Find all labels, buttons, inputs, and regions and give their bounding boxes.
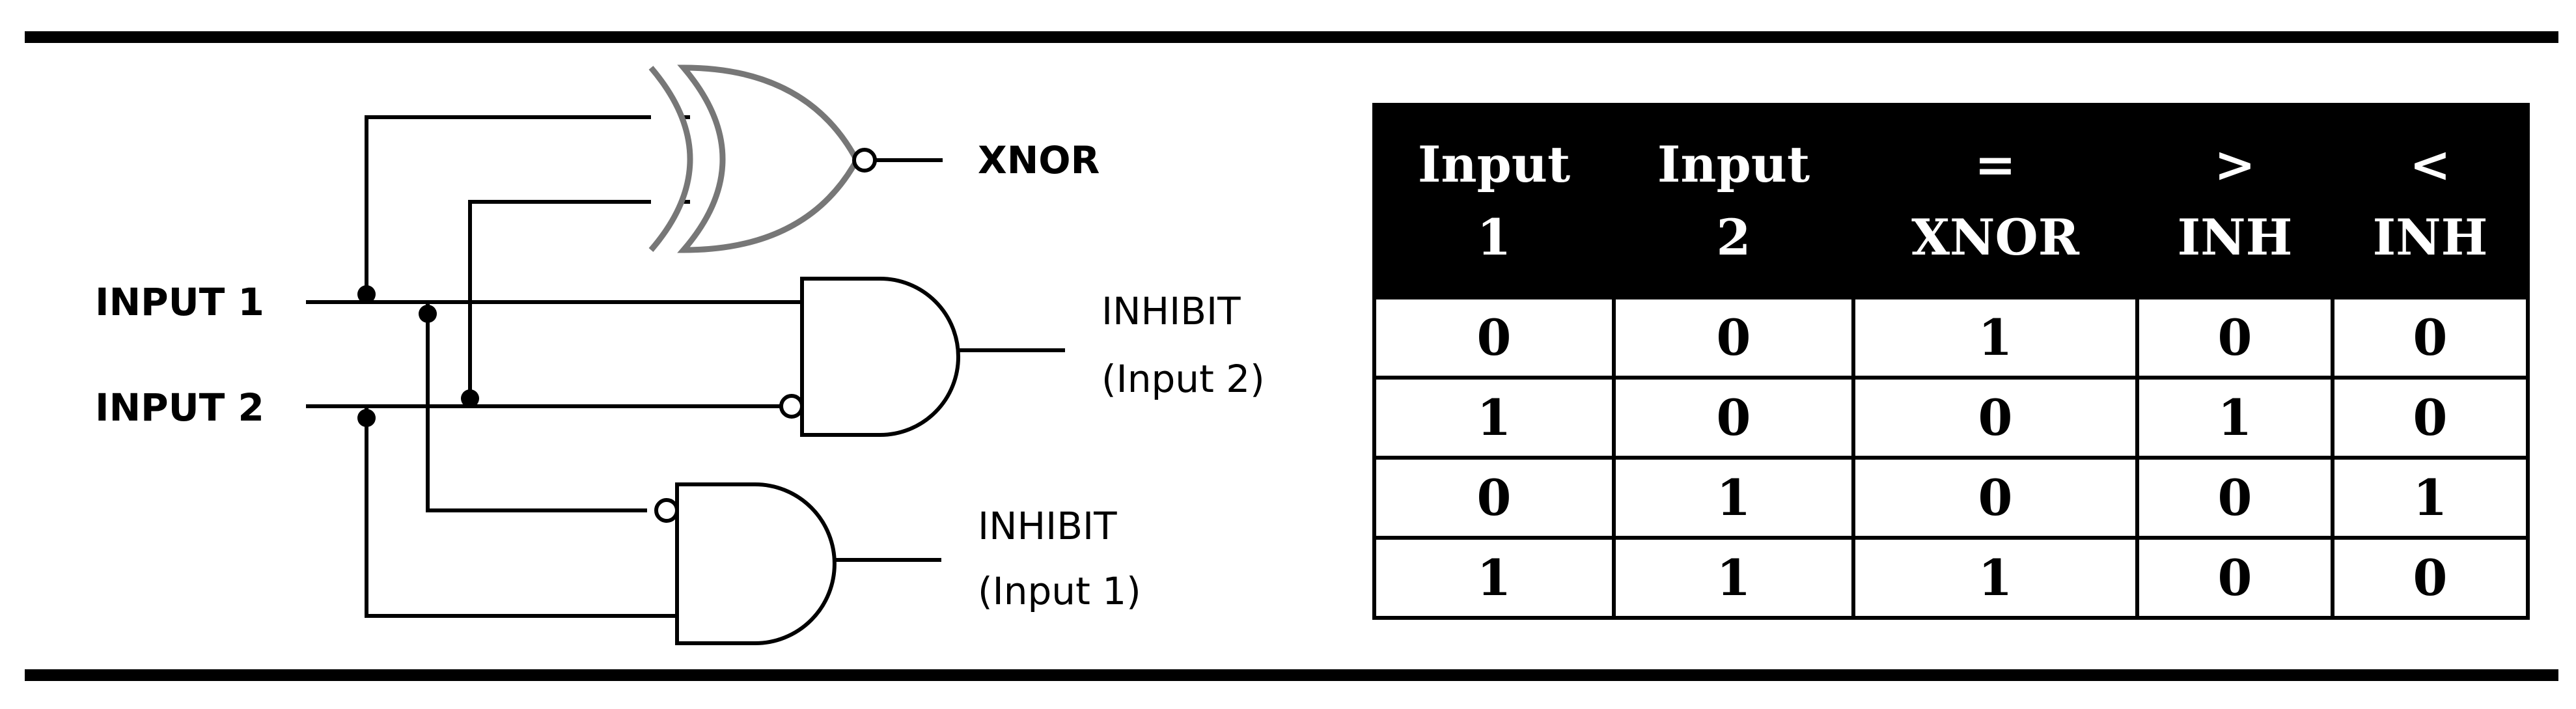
inhibit1-input1-wire xyxy=(426,302,647,512)
inhibit2-body xyxy=(800,277,960,437)
header-line: < xyxy=(2409,135,2451,193)
junction-dot xyxy=(419,305,437,323)
inhibit1-body xyxy=(675,482,837,645)
table-row: 1 0 0 1 0 xyxy=(1372,376,2530,460)
inhibit-input2-gate xyxy=(779,277,960,437)
table-cell: 1 xyxy=(2135,376,2334,460)
table-cell: 0 xyxy=(2135,536,2334,620)
truth-table: Input 1 Input 2 = XNOR > INH < INH 0 0 1 0 0 … xyxy=(1372,103,2530,620)
table-cell: 0 xyxy=(2135,296,2334,380)
xnor-bottom-input-wire xyxy=(468,200,690,398)
xnor-back-curve xyxy=(648,66,693,252)
inhibit-input1-gate xyxy=(654,482,837,645)
bottom-rule xyxy=(25,669,2558,681)
junction-dot xyxy=(357,409,376,427)
header-line: = xyxy=(1974,135,2016,193)
xnor-output-label: XNOR xyxy=(978,138,1100,182)
inhibit2-inversion-bubble xyxy=(779,394,804,419)
xnor-top-input-wire xyxy=(365,115,690,302)
inhibit1-inversion-bubble xyxy=(654,498,679,523)
table-cell: 0 xyxy=(2135,456,2334,540)
junction-dot xyxy=(461,389,479,408)
inhibit1-input2-wire xyxy=(365,406,677,618)
truth-table-header: Input 1 Input 2 = XNOR > INH < INH xyxy=(1372,103,2530,299)
table-cell: 0 xyxy=(2331,536,2530,620)
input-1-label: INPUT 1 xyxy=(95,280,264,324)
table-cell: 0 xyxy=(1851,456,2139,540)
top-rule xyxy=(25,31,2558,43)
table-cell: 1 xyxy=(1851,296,2139,380)
table-cell: 1 xyxy=(1372,376,1616,460)
input-2-label: INPUT 2 xyxy=(95,385,264,430)
header-line: 2 xyxy=(1716,208,1751,266)
header-line: INH xyxy=(2177,208,2293,266)
table-cell: 0 xyxy=(2331,376,2530,460)
junction-dot xyxy=(357,285,376,303)
header-line: XNOR xyxy=(1911,208,2079,266)
logic-circuit-diagram: INPUT 1 INPUT 2 XNOR INHIBIT (Input 2) I… xyxy=(95,64,1265,645)
header-line: Input xyxy=(1657,135,1810,193)
header-line: Input xyxy=(1417,135,1571,193)
table-row: 0 1 0 0 1 xyxy=(1372,456,2530,540)
table-cell: 0 xyxy=(1612,376,1855,460)
table-row: 1 1 1 0 0 xyxy=(1372,536,2530,620)
table-cell: 1 xyxy=(1612,456,1855,540)
table-row: 0 0 1 0 0 xyxy=(1372,296,2530,380)
inhibit1-label-line1: INHIBIT xyxy=(978,504,1117,548)
header-input-1: Input 1 xyxy=(1372,103,1616,299)
header-line: 1 xyxy=(1476,208,1512,266)
inhibit1-label-line2: (Input 1) xyxy=(978,569,1141,613)
header-input-2: Input 2 xyxy=(1612,103,1855,299)
table-cell: 0 xyxy=(2331,296,2530,380)
junction-dots xyxy=(357,285,479,427)
table-cell: 0 xyxy=(1372,456,1616,540)
table-cell: 1 xyxy=(1612,536,1855,620)
table-cell: 1 xyxy=(1372,536,1616,620)
xnor-inversion-bubble xyxy=(852,148,877,173)
table-cell: 0 xyxy=(1851,376,2139,460)
xnor-gate xyxy=(648,64,877,253)
table-cell: 0 xyxy=(1612,296,1855,380)
truth-table-body: 0 0 1 0 0 1 0 0 1 0 0 1 0 0 1 1 1 1 0 0 xyxy=(1372,296,2530,620)
wires xyxy=(306,115,1065,618)
table-cell: 1 xyxy=(2331,456,2530,540)
header-line: INH xyxy=(2372,208,2488,266)
header-line: > xyxy=(2214,135,2256,193)
table-cell: 1 xyxy=(1851,536,2139,620)
header-row: Input 1 Input 2 = XNOR > INH < INH xyxy=(1372,103,2530,299)
inhibit2-label-line1: INHIBIT xyxy=(1101,289,1241,333)
header-gt-inh: > INH xyxy=(2135,103,2334,299)
header-lt-inh: < INH xyxy=(2331,103,2530,299)
table-cell: 0 xyxy=(1372,296,1616,380)
header-xnor: = XNOR xyxy=(1851,103,2139,299)
xnor-body xyxy=(677,64,861,253)
inhibit2-label-line2: (Input 2) xyxy=(1101,357,1265,401)
